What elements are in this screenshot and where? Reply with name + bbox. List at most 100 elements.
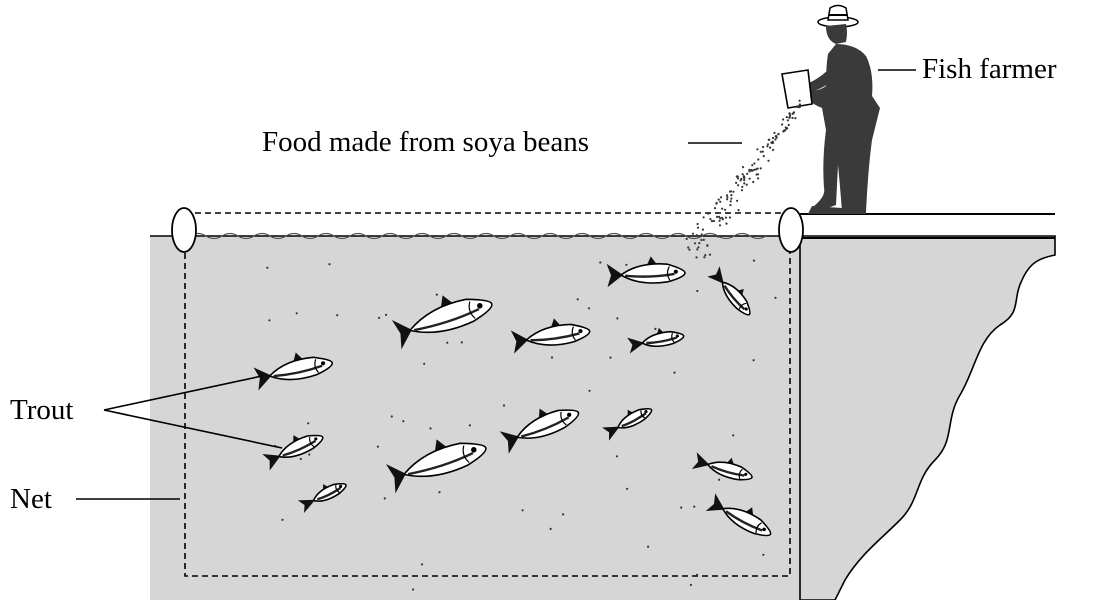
- food-pellet: [720, 196, 722, 198]
- food-pellet: [737, 175, 739, 177]
- food-pellet: [781, 123, 783, 125]
- food-pellet: [730, 194, 732, 196]
- food-pellet: [729, 204, 731, 206]
- food-pellet: [742, 166, 744, 168]
- food-pellet: [760, 151, 762, 153]
- food-pellet: [763, 155, 765, 157]
- food-pellet: [782, 118, 784, 120]
- food-pellet: [690, 584, 692, 586]
- food-pellet: [577, 298, 579, 300]
- food-pellet: [719, 220, 721, 222]
- food-pellet: [782, 130, 784, 132]
- food-pellet: [385, 314, 387, 316]
- food-pellet: [772, 141, 774, 143]
- food-pellet: [692, 233, 694, 235]
- food-pellet: [722, 218, 724, 220]
- food-pellet: [625, 264, 627, 266]
- food-pellet: [412, 588, 414, 590]
- food-pellet: [746, 184, 748, 186]
- food-pellet: [762, 146, 764, 148]
- food-pellet: [377, 446, 379, 448]
- food-pellet: [751, 164, 753, 166]
- food-pellet: [438, 491, 440, 493]
- food-pellet: [753, 260, 755, 262]
- food-pellet: [751, 170, 753, 172]
- food-pellet: [732, 434, 734, 436]
- food-pellet: [704, 254, 706, 256]
- food-pellet: [741, 189, 743, 191]
- water-body-right: [800, 236, 1055, 600]
- food-pellet: [701, 233, 703, 235]
- food-pellet: [522, 509, 524, 511]
- food-pellet: [706, 244, 708, 246]
- food-pellet: [767, 160, 769, 162]
- food-pellet: [732, 191, 734, 193]
- food-pellet: [551, 356, 553, 358]
- water-body: [150, 236, 800, 600]
- net-label: Net: [10, 485, 52, 514]
- food-pellet: [772, 137, 774, 139]
- food-pellet: [773, 132, 775, 134]
- food-pellet: [647, 546, 649, 548]
- food-pellet: [757, 173, 759, 175]
- food-pellet: [436, 294, 438, 296]
- food-pellet: [730, 200, 732, 202]
- food-pellet: [703, 216, 705, 218]
- food-pellet: [703, 239, 705, 241]
- food-pellet: [296, 312, 298, 314]
- food-pellet: [703, 256, 705, 258]
- food-pellet: [730, 190, 732, 192]
- food-pellet: [729, 216, 731, 218]
- food-pellet: [378, 317, 380, 319]
- food-pellet: [336, 314, 338, 316]
- food-pellet: [774, 297, 776, 299]
- food-pellet: [757, 177, 759, 179]
- food-pellet: [753, 162, 755, 164]
- food-pellet: [616, 455, 618, 457]
- food-pellet: [696, 248, 698, 250]
- food-pellet: [698, 242, 700, 244]
- food-pellet: [423, 363, 425, 365]
- food-pellet: [785, 126, 787, 128]
- food-pellet: [724, 209, 726, 211]
- food-pellet: [767, 143, 769, 145]
- food-pellet: [725, 217, 727, 219]
- food-pellet: [769, 147, 771, 149]
- food-pellet: [725, 223, 727, 225]
- food-pellet: [693, 506, 695, 508]
- food-pellet: [697, 223, 699, 225]
- food-pellet: [789, 116, 791, 118]
- food-pellet: [743, 179, 745, 181]
- food-pellet: [755, 168, 757, 170]
- food-pellet: [776, 137, 778, 139]
- food-pellet: [711, 220, 713, 222]
- food-pellet: [799, 103, 801, 105]
- food-pellet: [384, 497, 386, 499]
- food-pellet: [719, 201, 721, 203]
- food-pellet: [752, 181, 754, 183]
- food-pellet: [799, 100, 801, 102]
- food-pellet: [694, 242, 696, 244]
- food-pellet: [421, 563, 423, 565]
- float-right: [779, 208, 803, 252]
- food-pellet: [696, 574, 698, 576]
- food-pellet: [788, 124, 790, 126]
- food-pellet: [688, 249, 690, 251]
- food-pellet: [308, 453, 310, 455]
- food-pellet: [740, 179, 742, 181]
- food-pellet: [461, 341, 463, 343]
- food-pellet: [753, 359, 755, 361]
- food-pellet: [702, 229, 704, 231]
- food-pellet: [721, 208, 723, 210]
- food-pellet: [726, 196, 728, 198]
- food-pellet: [599, 261, 601, 263]
- food-pellet: [714, 207, 716, 209]
- food-pellet: [550, 528, 552, 530]
- food-pellet: [709, 218, 711, 220]
- food-pellet: [789, 112, 791, 114]
- food-pellet: [718, 479, 720, 481]
- food-pellet: [719, 224, 721, 226]
- fish-farmer-figure: [782, 6, 880, 215]
- food-pellet: [588, 390, 590, 392]
- food-pellet: [697, 227, 699, 229]
